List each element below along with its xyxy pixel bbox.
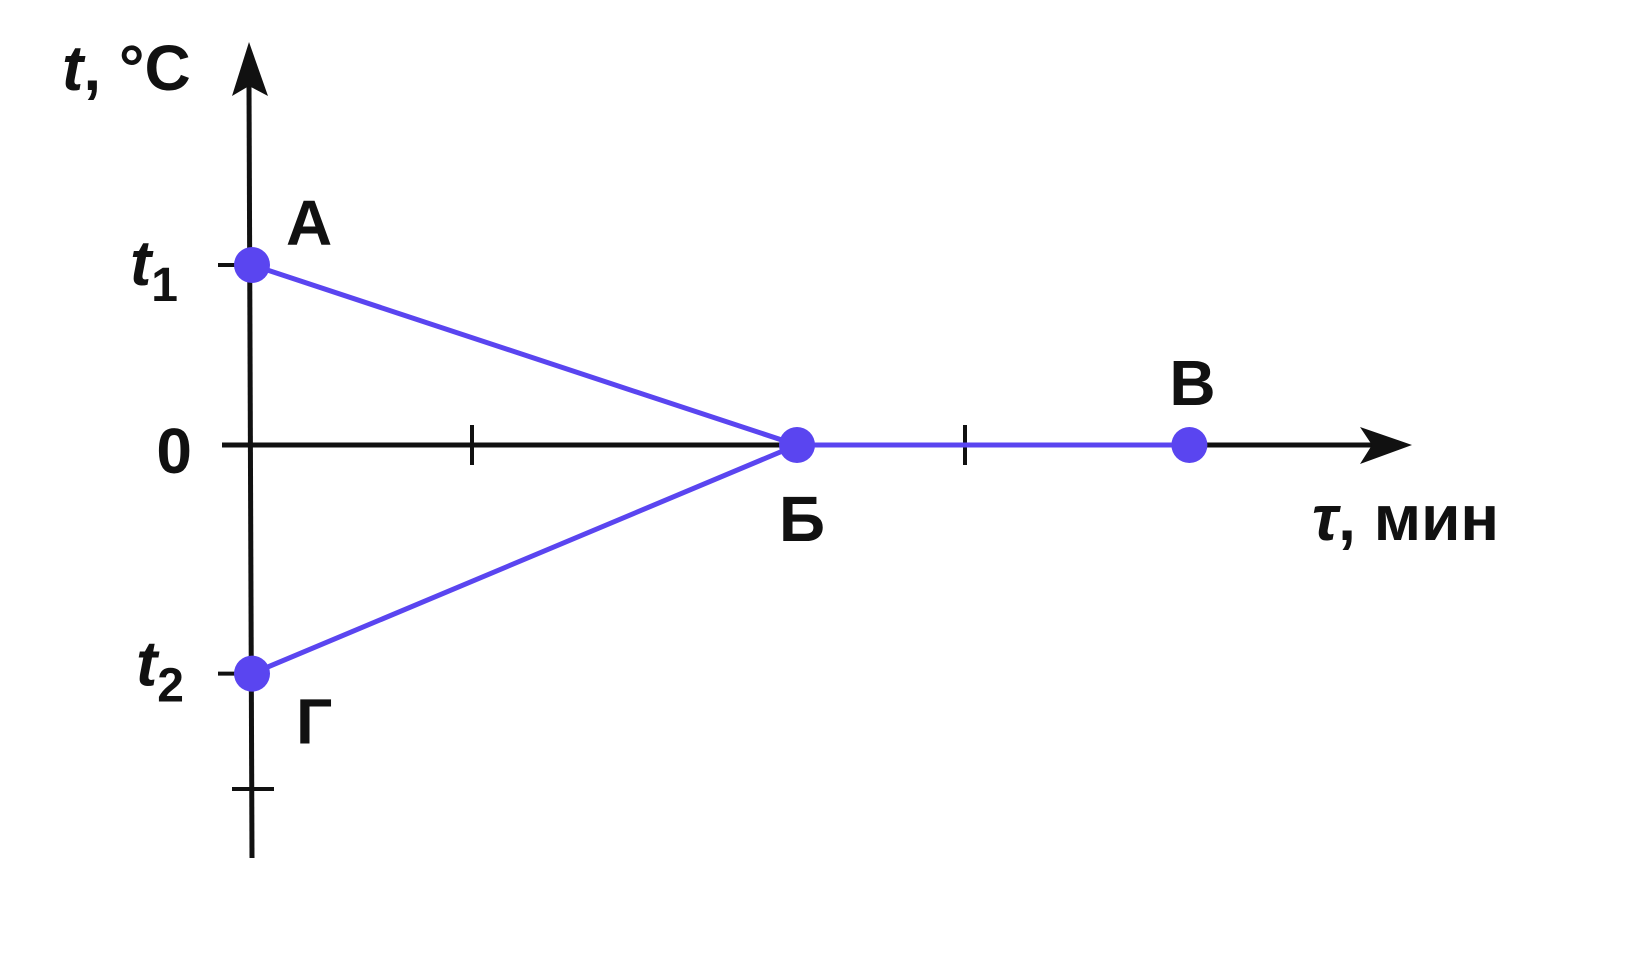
data-point: [234, 655, 270, 692]
series-lines: [249, 262, 1192, 677]
y-level-label-t2: t2: [136, 628, 184, 713]
y-axis-label: t, °C: [62, 32, 191, 104]
series-segment: [249, 262, 800, 448]
y-level-label-t1: t1: [130, 227, 178, 312]
y-level-subscript: 2: [157, 660, 184, 713]
y-level-subscript: 1: [151, 259, 178, 312]
data-point: [779, 427, 815, 463]
axes: [222, 42, 1412, 859]
point-label-g: Г: [296, 686, 332, 758]
y-level-symbol: t: [130, 227, 154, 299]
point-label-a: А: [286, 187, 332, 259]
data-point: [1171, 427, 1208, 463]
y-level-label-zero: 0: [156, 415, 192, 487]
y-axis-unit: , °C: [83, 32, 190, 104]
data-point: [234, 247, 270, 283]
point-label-v: В: [1169, 347, 1215, 419]
point-labels: А Б В Г: [286, 187, 1216, 758]
y-level-labels: t1 0 t2: [130, 227, 192, 713]
point-label-b: Б: [779, 483, 825, 555]
y-axis-symbol: t: [62, 32, 86, 104]
y-level-symbol: t: [136, 628, 160, 700]
series-segment: [249, 442, 800, 677]
y-level-symbol: 0: [156, 415, 192, 487]
x-axis-arrow: [1360, 427, 1412, 464]
y-axis-line: [246, 84, 255, 859]
x-axis-symbol: τ: [1312, 482, 1341, 554]
y-axis-arrow: [232, 42, 268, 96]
x-axis-label: τ, мин: [1312, 482, 1499, 554]
x-axis-unit: , мин: [1338, 482, 1499, 554]
series-points: [234, 247, 1208, 692]
